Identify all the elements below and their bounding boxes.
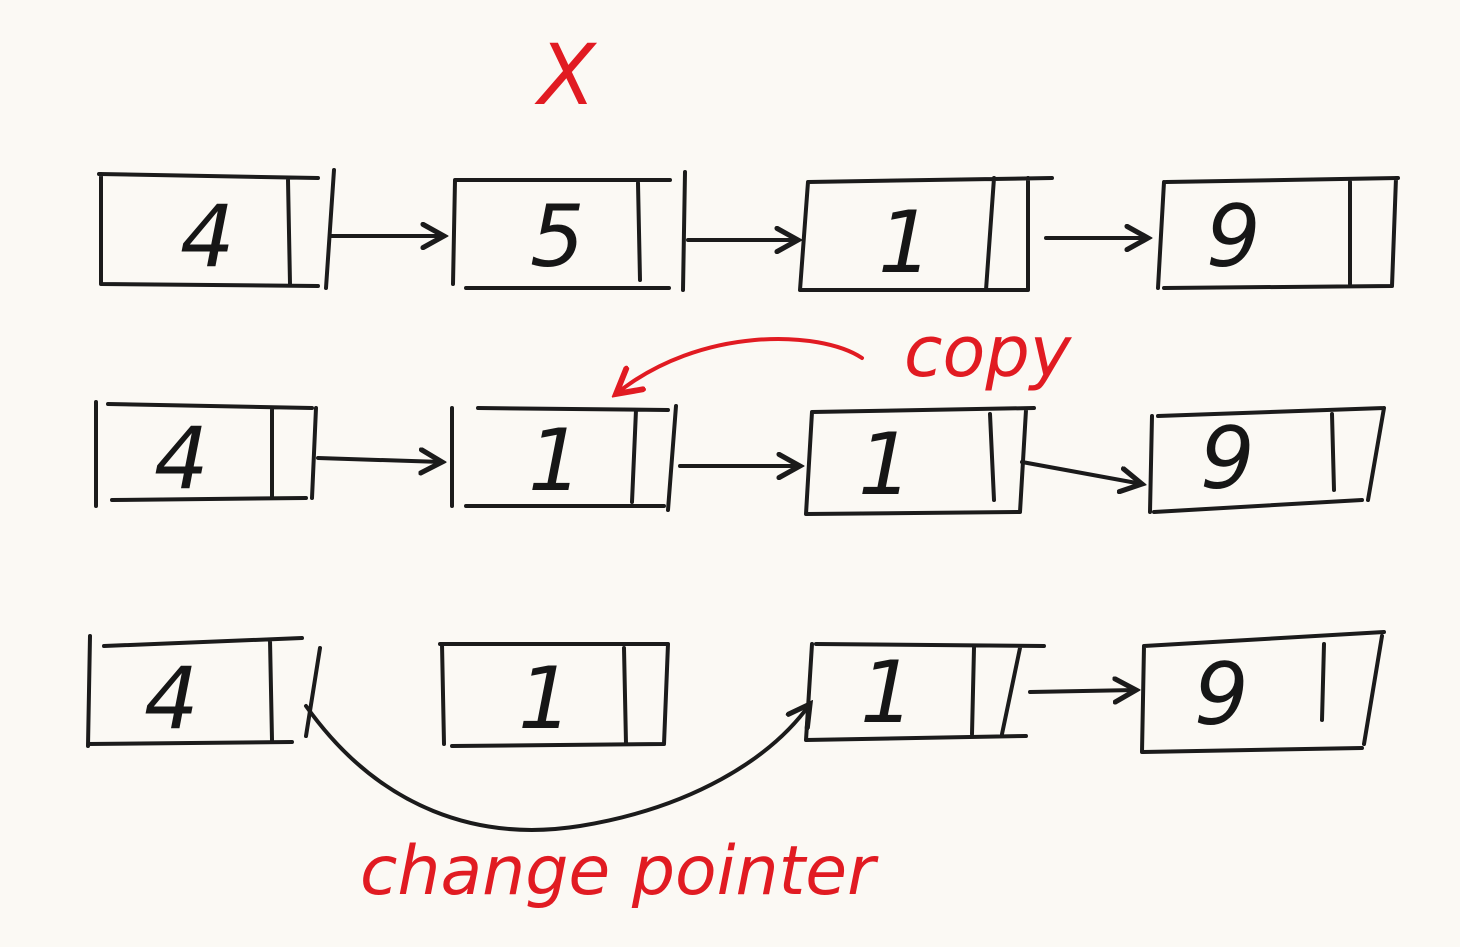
- change-pointer-label: change pointer: [360, 832, 879, 911]
- node-box: 4: [86, 634, 322, 749]
- node-box: 4: [94, 400, 318, 509]
- node-box: 1: [450, 404, 678, 512]
- copy-arrow: [616, 336, 864, 394]
- node-box: 1: [804, 406, 1036, 516]
- node-box: 4: [97, 168, 336, 290]
- row-after-pointer-change: 4 1 1 9: [86, 630, 1386, 832]
- node-box: 5: [451, 170, 687, 292]
- node-box: 9: [1148, 406, 1386, 514]
- row-original: 4 5 1 9: [97, 168, 1400, 293]
- node-value: 1: [518, 649, 573, 749]
- node-value: 9: [1200, 409, 1255, 509]
- node-box: 1: [438, 642, 670, 749]
- node-value: 5: [530, 187, 585, 287]
- pointer-arrow: [316, 458, 442, 462]
- node-value: 1: [878, 193, 933, 293]
- node-value: 4: [144, 649, 199, 749]
- copy-label: copy: [904, 311, 1073, 393]
- changed-pointer-arrow: [304, 704, 810, 832]
- node-value: 9: [1206, 187, 1261, 287]
- node-value: 1: [860, 643, 915, 743]
- node-value: 1: [528, 411, 583, 511]
- node-value: 9: [1194, 645, 1249, 745]
- node-box: 1: [798, 176, 1054, 293]
- node-value: 1: [858, 415, 913, 515]
- row-after-copy: 4 1 1 9: [94, 400, 1386, 516]
- node-value: 4: [180, 187, 235, 287]
- pointer-arrow: [1020, 460, 1142, 484]
- delete-marker: X: [534, 26, 598, 124]
- node-value: 4: [154, 409, 209, 509]
- node-box: 9: [1140, 630, 1386, 754]
- node-box: 9: [1156, 176, 1400, 290]
- pointer-arrow: [1028, 690, 1136, 692]
- node-box: 1: [804, 642, 1046, 743]
